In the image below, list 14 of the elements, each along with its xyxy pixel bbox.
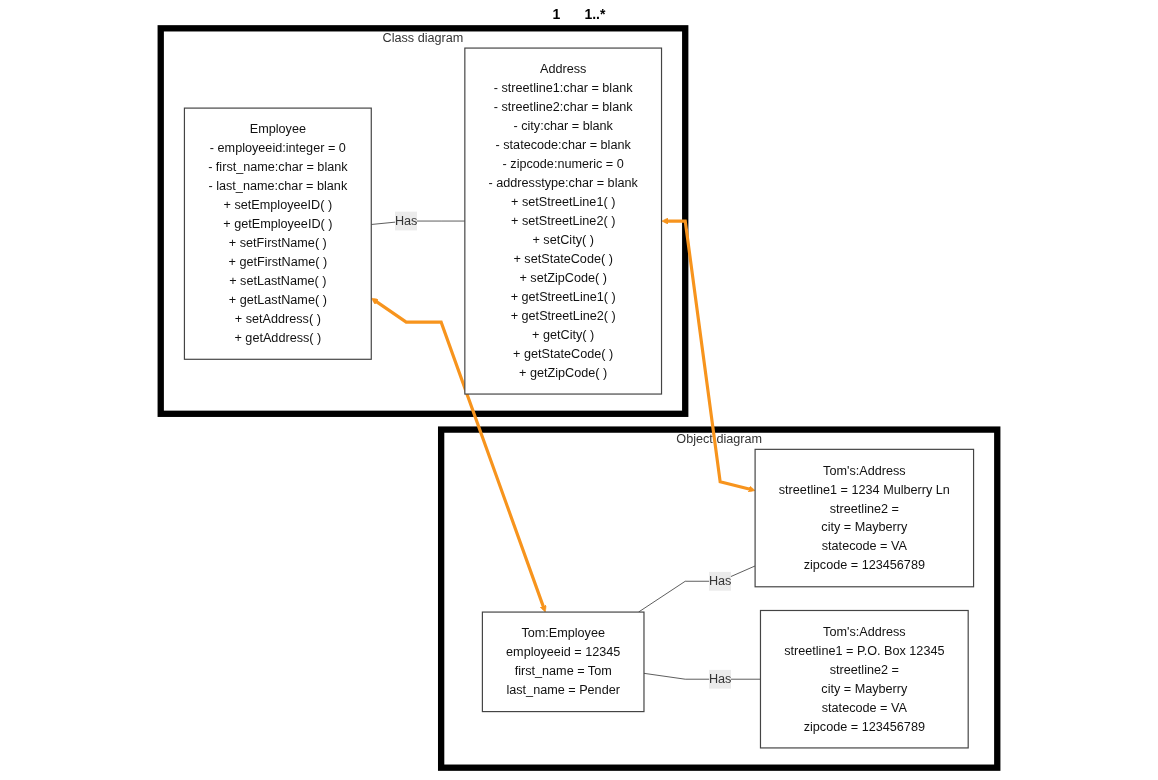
node-box: Tom's:Address streetline1 = P.O. Box 12345 streetline2 = city = Mayberry statecode = VA zipcode = 123456789 [759,609,969,749]
node-box: Address - streetline1:char = blank - streetline2:char = blank - city:char = blank - statecode:char = blank - zipcode:numeric = 0 - addresstype:char = blank + setStreetLine1( ) + setStreetLine2( ) + setCity( ) + setStateCode( ) + setZipCode( ) + getStreetLine1( ) + getStreetLine2( ) + getCity( ) + getStateCode( ) + getZipCode( ) [464,47,663,395]
edge-label: Has [708,672,732,686]
edge-label: Has [708,574,732,588]
node-box: Tom:Employee employeeid = 12345 first_name = Tom last_name = Pender [481,611,645,713]
edge-label: Has [394,213,418,228]
node-box: Employee - employeeid:integer = 0 - first_name:char = blank - last_name:char = blank + setEmployeeID( ) + getEmployeeID( ) + setFirstName( ) + getFirstName( ) + setLastName( ) + getLastName( ) + setAddress( ) + getAddress( ) [183,107,372,360]
node-box: Tom's:Address streetline1 = 1234 Mulberry Ln streetline2 = city = Mayberry statecode = VA zipcode = 123456789 [754,448,975,588]
arrow [371,297,547,613]
multiplicity-label: 1 [552,6,561,22]
arrow [661,217,756,493]
connector [638,565,756,613]
connector [643,672,761,680]
multiplicity-label: 1..* [584,6,606,22]
